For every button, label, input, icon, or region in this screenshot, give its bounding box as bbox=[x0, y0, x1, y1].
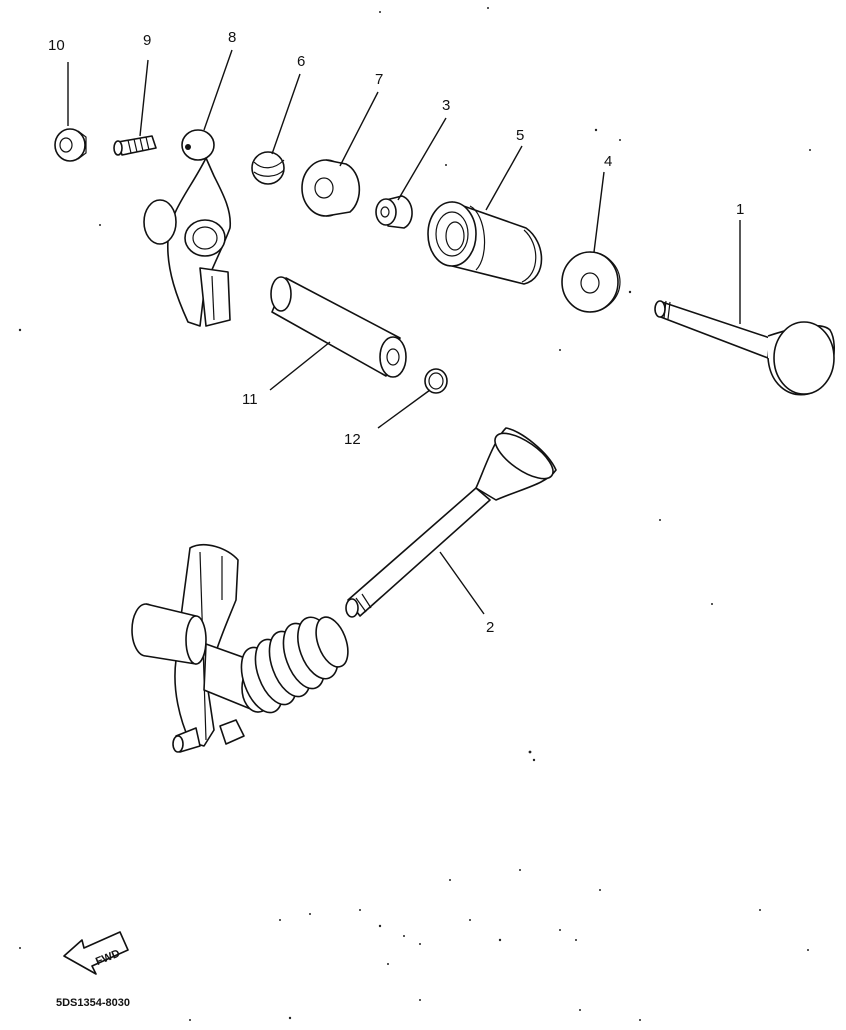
label-5: 5 bbox=[516, 127, 524, 144]
callout-labels: 10 9 8 6 7 3 5 4 1 11 12 2 bbox=[48, 29, 744, 636]
label-12: 12 bbox=[344, 431, 361, 448]
label-10: 10 bbox=[48, 37, 65, 54]
part-6-valve-cotter bbox=[251, 151, 285, 185]
label-11: 11 bbox=[242, 391, 258, 408]
label-8: 8 bbox=[228, 29, 236, 46]
part-2-valve bbox=[345, 427, 557, 618]
label-3: 3 bbox=[442, 97, 450, 114]
part-1-valve bbox=[654, 300, 835, 396]
part-10-nut bbox=[54, 128, 87, 162]
label-1: 1 bbox=[736, 201, 744, 218]
label-6: 6 bbox=[297, 53, 305, 70]
part-4-spring-seat bbox=[561, 251, 621, 313]
label-4: 4 bbox=[604, 153, 612, 170]
scan-noise bbox=[18, 7, 811, 1021]
part-11-rocker-shaft bbox=[270, 276, 407, 378]
assembled-rocker-valve-unit bbox=[131, 544, 349, 753]
part-3-stem-seal bbox=[375, 195, 413, 229]
leader-lines bbox=[67, 49, 741, 615]
label-2: 2 bbox=[486, 619, 494, 636]
forward-arrow-icon: FWD bbox=[63, 931, 129, 975]
part-9-adjusting-screw bbox=[113, 135, 157, 156]
label-9: 9 bbox=[143, 32, 151, 49]
part-12-o-ring bbox=[424, 368, 448, 394]
label-7: 7 bbox=[375, 71, 383, 88]
drawing-code: 5DS1354-8030 bbox=[56, 997, 130, 1009]
part-8-rocker-arm bbox=[143, 129, 232, 327]
assembled-spring-coils bbox=[240, 616, 349, 714]
part-5-valve-spring bbox=[427, 201, 543, 285]
part-7-spring-retainer bbox=[301, 159, 361, 217]
